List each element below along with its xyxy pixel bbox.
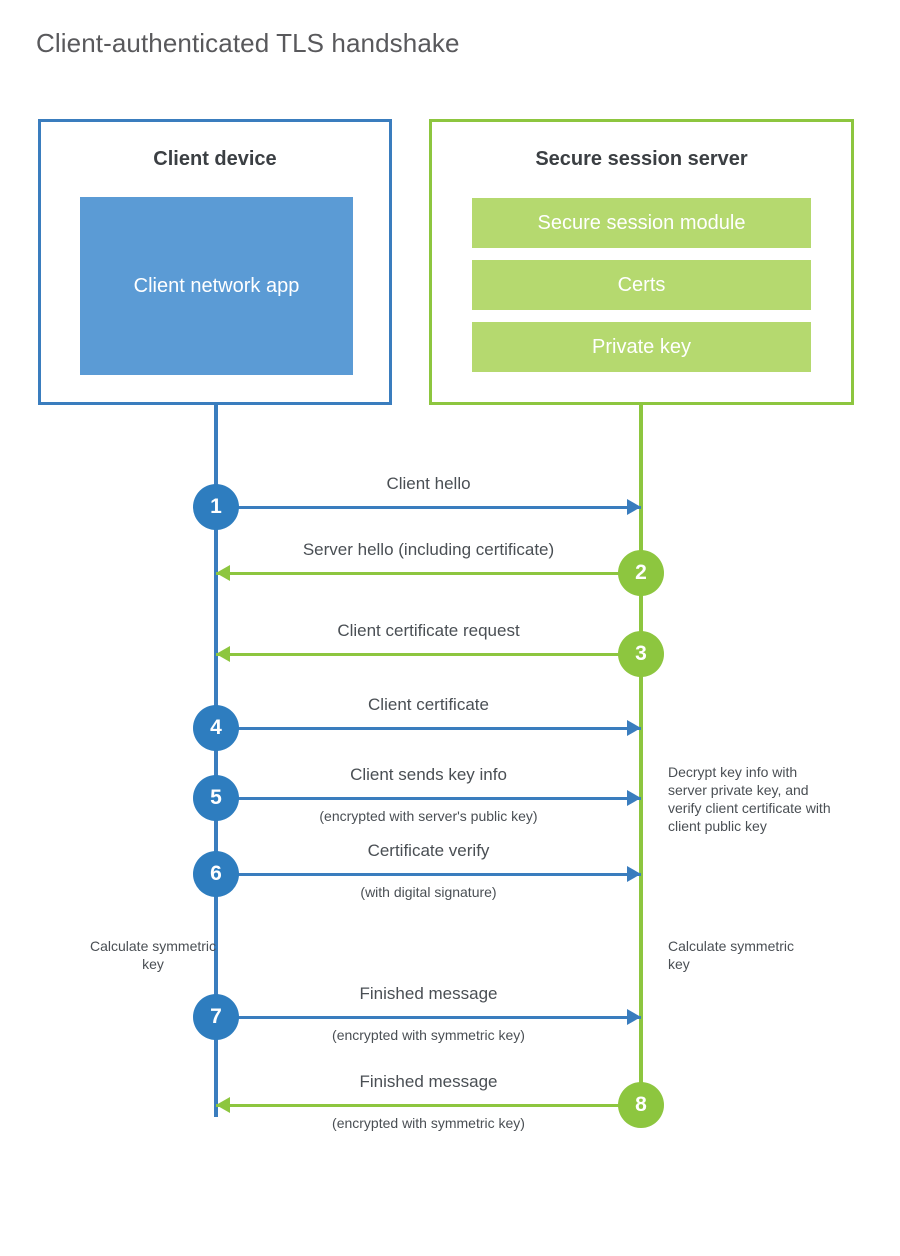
message-label-4: Client certificate bbox=[368, 695, 489, 714]
step-badge-4[interactable]: 4 bbox=[193, 705, 239, 751]
message-label-8: Finished message bbox=[359, 1072, 498, 1091]
message-line-7 bbox=[216, 1016, 641, 1019]
message-line-5 bbox=[216, 797, 641, 800]
server-component-secure-session-module: Secure session module bbox=[472, 198, 811, 248]
server-component-certs: Certs bbox=[472, 260, 811, 310]
step-badge-5[interactable]: 5 bbox=[193, 775, 239, 821]
arrowhead-6 bbox=[627, 866, 641, 882]
step-badge-6[interactable]: 6 bbox=[193, 851, 239, 897]
server-lifeline bbox=[639, 405, 643, 1105]
secure-session-server-title: Secure session server bbox=[535, 148, 748, 170]
arrowhead-4 bbox=[627, 720, 641, 736]
client-device-title: Client device bbox=[153, 148, 277, 170]
message-sublabel-7: (encrypted with symmetric key) bbox=[332, 1027, 525, 1043]
message-label-1: Client hello bbox=[386, 474, 471, 493]
message-line-6 bbox=[216, 873, 641, 876]
arrowhead-3 bbox=[216, 646, 230, 662]
arrowhead-8 bbox=[216, 1097, 230, 1113]
client-device-box: Client device Client network app bbox=[38, 119, 392, 405]
message-label-2: Server hello (including certificate) bbox=[302, 540, 555, 559]
secure-session-server-box: Secure session server Secure session mod… bbox=[429, 119, 854, 405]
message-line-1 bbox=[216, 506, 641, 509]
page-title: Client-authenticated TLS handshake bbox=[36, 28, 460, 58]
message-line-3 bbox=[216, 653, 641, 656]
step-badge-2[interactable]: 2 bbox=[618, 550, 664, 596]
message-line-4 bbox=[216, 727, 641, 730]
step-badge-7[interactable]: 7 bbox=[193, 994, 239, 1040]
server-component-private-key: Private key bbox=[472, 322, 811, 372]
message-label-7: Finished message bbox=[359, 984, 498, 1003]
client-lifeline bbox=[214, 405, 218, 1117]
client-calculate-symmetric-key-note: Calculate symmetric key bbox=[89, 938, 217, 972]
message-label-6: Certificate verify bbox=[367, 841, 490, 860]
message-line-2 bbox=[216, 572, 641, 575]
message-sublabel-8: (encrypted with symmetric key) bbox=[332, 1115, 525, 1131]
arrowhead-2 bbox=[216, 565, 230, 581]
message-sublabel-5: (encrypted with server's public key) bbox=[319, 808, 538, 824]
step-badge-8[interactable]: 8 bbox=[618, 1082, 664, 1128]
arrowhead-5 bbox=[627, 790, 641, 806]
step-badge-3[interactable]: 3 bbox=[618, 631, 664, 677]
client-network-app-block: Client network app bbox=[80, 197, 353, 375]
message-label-3: Client certificate request bbox=[337, 621, 520, 640]
message-label-5: Client sends key info bbox=[350, 765, 507, 784]
message-sublabel-6: (with digital signature) bbox=[360, 884, 497, 900]
server-calculate-symmetric-key-note: Calculate symmetric key bbox=[668, 938, 795, 972]
step-badge-1[interactable]: 1 bbox=[193, 484, 239, 530]
arrowhead-7 bbox=[627, 1009, 641, 1025]
server-decrypt-note: Decrypt key info with server private key… bbox=[668, 764, 831, 834]
message-line-8 bbox=[216, 1104, 641, 1107]
arrowhead-1 bbox=[627, 499, 641, 515]
